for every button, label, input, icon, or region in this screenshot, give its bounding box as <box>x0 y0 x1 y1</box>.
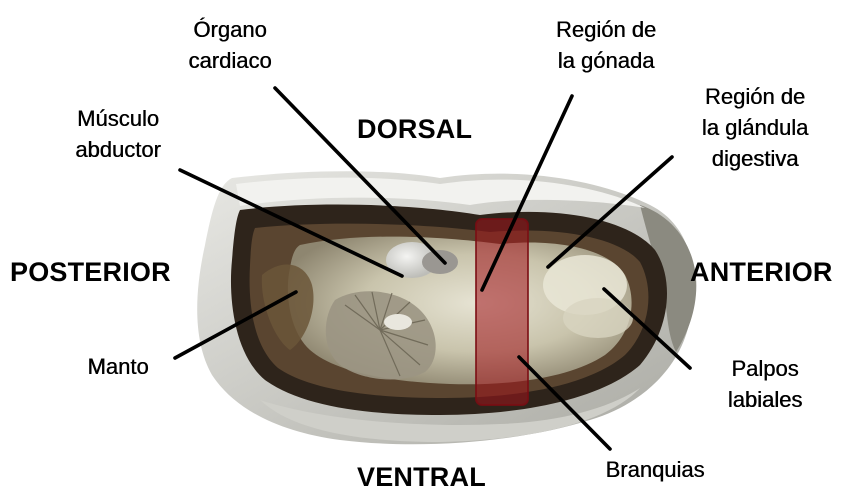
label-region-gonada-line-2: la gónada <box>532 45 680 76</box>
label-organo-cardiaco: Órgano cardiaco <box>168 14 292 76</box>
label-palpos-labiales-line-1: Palpos <box>700 353 830 384</box>
label-branquias-line-1: Branquias <box>585 454 725 485</box>
label-region-glandula: Región de la glándula digestiva <box>680 81 830 174</box>
label-organo-cardiaco-line-1: Órgano <box>168 14 292 45</box>
label-manto-line-1: Manto <box>62 351 174 382</box>
label-musculo-abductor: Músculo abductor <box>52 103 184 165</box>
label-region-glandula-line-1: Región de <box>680 81 830 112</box>
direction-ventral: VENTRAL <box>357 462 486 493</box>
label-manto: Manto <box>62 351 174 382</box>
label-musculo-abductor-line-1: Músculo <box>52 103 184 134</box>
label-region-glandula-line-3: digestiva <box>680 143 830 174</box>
label-palpos-labiales: Palpos labiales <box>700 353 830 415</box>
label-organo-cardiaco-line-2: cardiaco <box>168 45 292 76</box>
label-region-gonada-line-1: Región de <box>532 14 680 45</box>
label-palpos-labiales-line-2: labiales <box>700 384 830 415</box>
label-musculo-abductor-line-2: abductor <box>52 134 184 165</box>
label-region-glandula-line-2: la glándula <box>680 112 830 143</box>
label-region-gonada: Región de la gónada <box>532 14 680 76</box>
direction-dorsal: DORSAL <box>357 114 472 145</box>
direction-posterior: POSTERIOR <box>10 257 171 288</box>
label-branquias: Branquias <box>585 454 725 485</box>
direction-anterior: ANTERIOR <box>690 257 833 288</box>
